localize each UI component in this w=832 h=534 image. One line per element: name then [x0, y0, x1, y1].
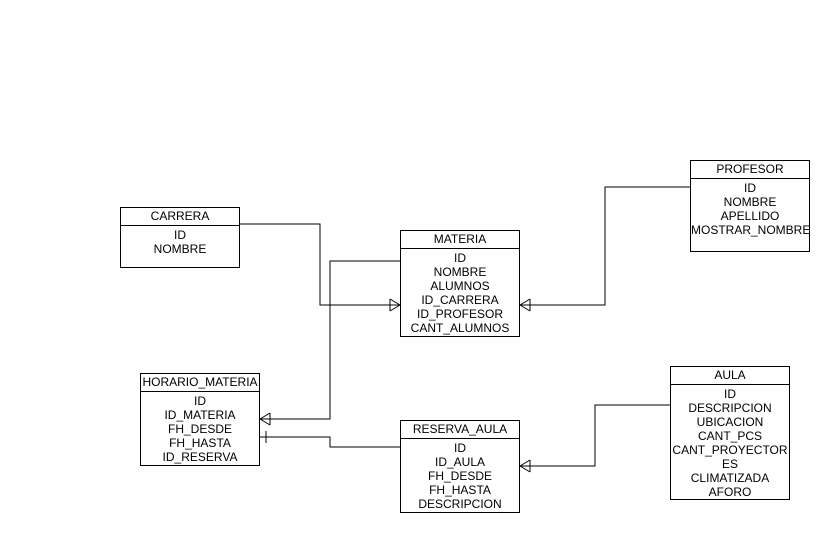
- relation-materia-horario: [260, 260, 400, 420]
- entity-field: ID: [744, 181, 756, 195]
- entity-field: NOMBRE: [723, 195, 777, 209]
- relation-aula-reserva: [520, 404, 670, 467]
- crowsfoot-materia-horario: [259, 412, 271, 420]
- entity-title: HORARIO_MATERIA: [141, 374, 259, 392]
- entity-field: ALUMNOS: [430, 279, 490, 293]
- entity-field: FH_DESDE: [427, 469, 492, 483]
- crowsfoot-aula-reserva: [519, 459, 531, 467]
- entity-field: ID_MATERIA: [164, 408, 236, 422]
- entity-title: MATERIA: [401, 231, 519, 249]
- entity-field: CANT_PCS: [697, 429, 762, 443]
- crowsfoot-profesor-materia: [519, 298, 531, 306]
- entity-field: UBICACION: [696, 415, 764, 429]
- entity-field: ID: [174, 228, 186, 242]
- entity-title: AULA: [671, 367, 789, 385]
- entity-field: AFORO: [708, 485, 752, 499]
- entity-title: RESERVA_AULA: [401, 421, 519, 439]
- entity-title: PROFESOR: [691, 161, 809, 179]
- entity-field: ID: [454, 251, 466, 265]
- entity-field: ID_AULA: [434, 455, 486, 469]
- entity-field: ID_RESERVA: [162, 450, 238, 464]
- entity-field: NOMBRE: [153, 242, 207, 256]
- entity-field: FH_HASTA: [169, 436, 231, 450]
- entity-field: DESCRIPCION: [418, 497, 502, 511]
- relation-carrera-materia: [240, 223, 400, 306]
- entity-field: DESCRIPCION: [688, 401, 772, 415]
- entity-field: ID: [724, 387, 736, 401]
- relation-horario-reserva: [260, 436, 400, 448]
- relation-profesor-materia: [520, 186, 690, 306]
- entity-field: FH_DESDE: [167, 422, 232, 436]
- entity-title: CARRERA: [121, 208, 239, 226]
- entity-field: CLIMATIZADA: [690, 471, 770, 485]
- entity-field: CANT_PROYECTORES: [672, 443, 788, 471]
- entity-field: MOSTRAR_NOMBRE: [691, 223, 811, 237]
- entity-field: CANT_ALUMNOS: [410, 321, 510, 335]
- entity-field: ID_PROFESOR: [416, 307, 503, 321]
- entity-field: NOMBRE: [433, 265, 487, 279]
- entity-field: ID_CARRERA: [421, 293, 499, 307]
- entity-field: ID: [454, 441, 466, 455]
- entity-field: APELLIDO: [720, 209, 780, 223]
- crowsfoot-carrera-materia: [389, 298, 401, 306]
- entity-field: FH_HASTA: [429, 483, 491, 497]
- entity-field: ID: [194, 394, 206, 408]
